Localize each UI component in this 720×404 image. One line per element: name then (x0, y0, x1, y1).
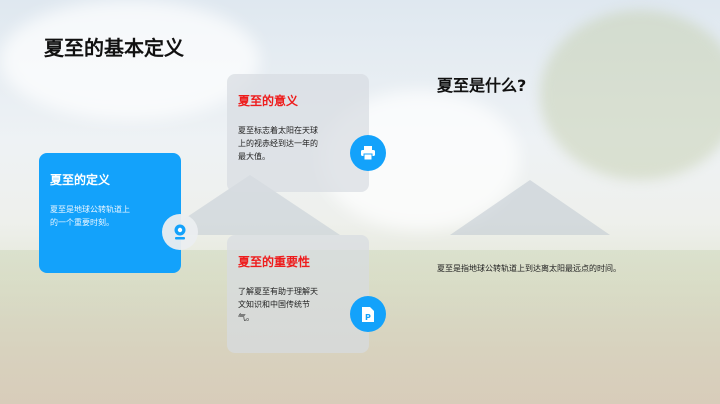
background-cloud (0, 0, 260, 120)
slide-title: 夏至的基本定义 (44, 36, 184, 60)
card-significance: 夏至的意义 夏至标志着太阳在天球上的视赤经到达一年的最大值。 (227, 74, 369, 192)
card-text: 夏至标志着太阳在天球上的视赤经到达一年的最大值。 (238, 126, 318, 161)
printer-icon (350, 135, 386, 171)
section-text: 夏至是指地球公转轨道上到达离太阳最远点的时间。 (437, 264, 621, 273)
document-p-icon: P (350, 296, 386, 332)
background-tree (540, 10, 720, 180)
card-importance: 夏至的重要性 了解夏至有助于理解天文知识和中国传统节气。 (227, 235, 369, 353)
location-pin-icon (162, 214, 198, 250)
card-text: 了解夏至有助于理解天文知识和中国传统节气。 (238, 287, 318, 322)
section-title: 夏至是什么? (437, 76, 527, 95)
card-heading: 夏至的意义 (238, 94, 299, 108)
svg-text:P: P (365, 313, 371, 322)
background-mountain (450, 180, 610, 235)
card-definition: 夏至的定义 夏至是地球公转轨道上的一个重要时刻。 (39, 153, 181, 273)
card-text: 夏至是地球公转轨道上的一个重要时刻。 (50, 205, 130, 227)
card-heading: 夏至的重要性 (238, 255, 311, 269)
card-heading: 夏至的定义 (50, 173, 111, 187)
